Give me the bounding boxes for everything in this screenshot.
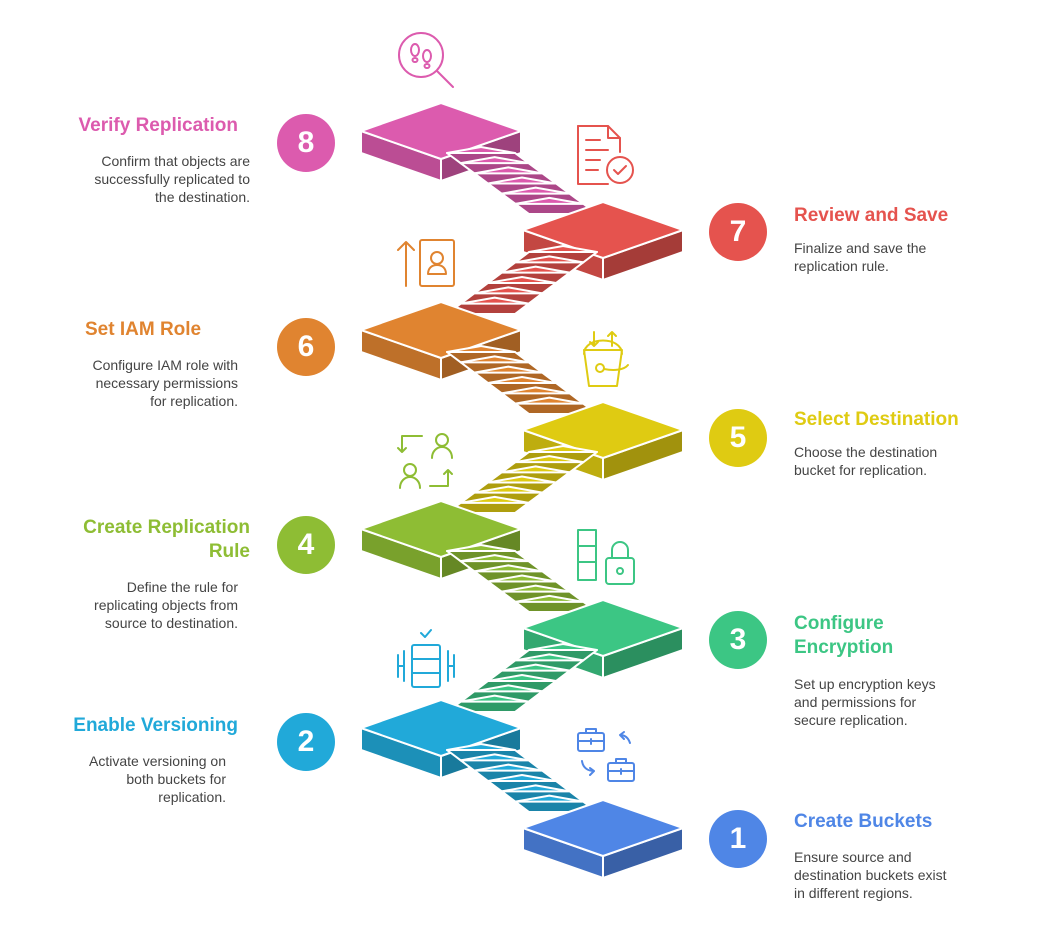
platform-6-top [360,301,522,359]
step-1-number-badge: 1 [709,810,767,868]
step-6-number-badge: 6 [277,318,335,376]
step-4-title: Create Replication Rule [83,517,250,562]
user-badge-icon [397,239,455,287]
document-check-icon [577,125,634,185]
step-8-title: Verify Replication [78,115,238,136]
step-1-title: Create Buckets [794,811,933,832]
step-2-title: Enable Versioning [73,715,238,736]
step-8-number-badge: 8 [277,114,335,172]
step-5-title: Select Destination [794,409,959,430]
bucket-icon [583,331,629,387]
step-4-number-badge: 4 [277,516,335,574]
step-7-number-badge: 7 [709,203,767,261]
step-6-description: Configure IAM role with necessary permis… [92,357,238,409]
platform-4-top [360,500,522,558]
step-6-title: Set IAM Role [85,319,202,340]
step-3-title: Configure Encryption [794,613,894,658]
step-8-description: Confirm that objects are successfully re… [94,153,250,205]
step-7-description: Finalize and save the replication rule. [794,240,927,274]
step-5-description: Choose the destination bucket for replic… [794,444,938,478]
platform-1-top [522,799,684,857]
step-5-number-badge: 5 [709,409,767,467]
user-exchange-icon [397,433,453,489]
step-7-title: Review and Save [794,205,949,226]
platform-2-top [360,699,522,757]
magnifier-footprints-icon [398,32,454,88]
step-2-number-badge: 2 [277,713,335,771]
platform-8-top [360,102,522,160]
step-2-description: Activate versioning on both buckets for … [89,753,226,805]
briefcase-transfer-icon [577,728,635,782]
padlock-icon [577,529,635,585]
step-4-description: Define the rule for replicating objects … [94,579,238,631]
step-3-number-badge: 3 [709,611,767,669]
server-rack-icon [397,629,455,688]
step-1-description: Ensure source and destination buckets ex… [794,849,947,901]
step-3-description: Set up encryption keys and permissions f… [794,676,936,728]
